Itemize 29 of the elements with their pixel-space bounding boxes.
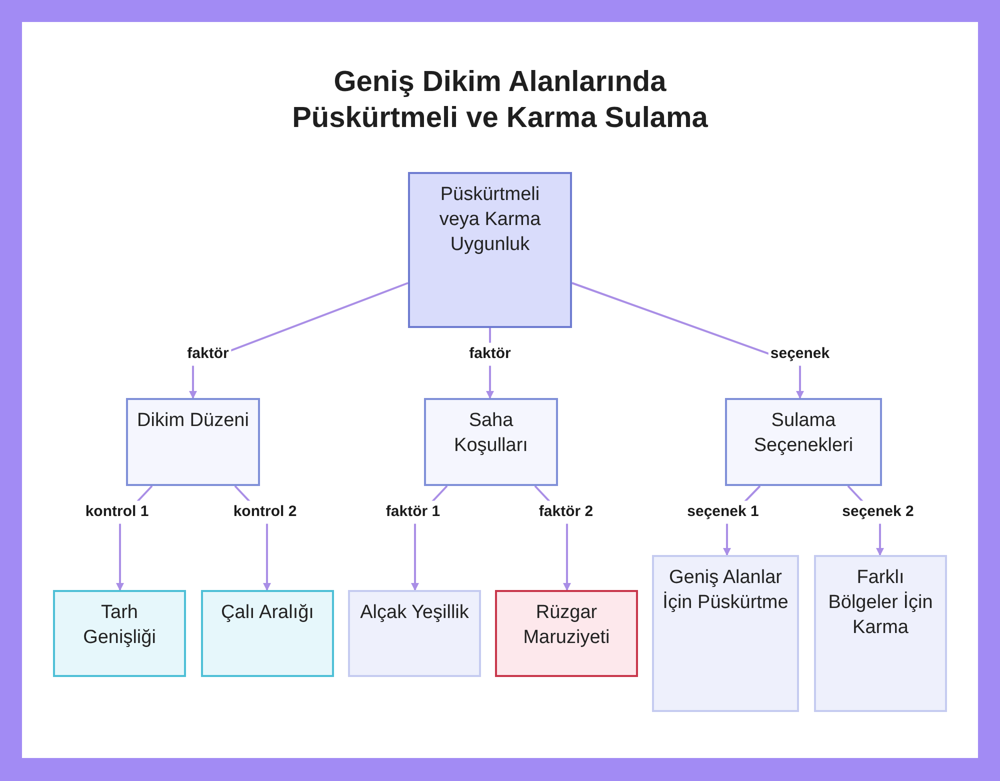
edge-label: seçenek 2: [840, 500, 916, 524]
process-box: [348, 590, 481, 677]
edge-label: kontrol 2: [231, 500, 299, 524]
node-text: Alçak Yeşillik: [360, 601, 469, 625]
node-text: Rüzgar Maruziyeti: [522, 601, 611, 650]
node-text: Geniş Alanlar İçin Püskürtme: [662, 566, 789, 615]
node-text: Tarh Genişliği: [82, 601, 157, 650]
edge-label: faktör 2: [536, 500, 596, 524]
node-text: Dikim Düzeni: [137, 409, 249, 433]
process-box: [126, 398, 260, 486]
diagram-title: Geniş Dikim Alanlarında Püskürtmeli ve Karma Sulama: [291, 65, 709, 136]
process-box: [53, 590, 186, 677]
process-box: [814, 555, 947, 712]
edge-label: kontrol 1: [83, 500, 151, 524]
edge-label: faktör 1: [384, 500, 442, 524]
node-text: Farklı Bölgeler İçin Karma: [827, 566, 934, 640]
edge-label: faktör: [467, 342, 513, 366]
process-box: [652, 555, 799, 712]
process-box: [408, 172, 572, 328]
node-text: Püskürtmeli veya Karma Uygunluk: [438, 183, 542, 257]
edge-label: seçenek 1: [685, 500, 761, 524]
arrow: [572, 282, 804, 399]
process-box: [201, 590, 334, 677]
node-text: Sulama Seçenekleri: [752, 409, 854, 458]
node-text: Çalı Aralığı: [221, 601, 314, 625]
node-text: Saha Koşulları: [453, 409, 529, 458]
process-box: [424, 398, 558, 486]
process-box: [495, 590, 638, 677]
process-box: [725, 398, 882, 486]
